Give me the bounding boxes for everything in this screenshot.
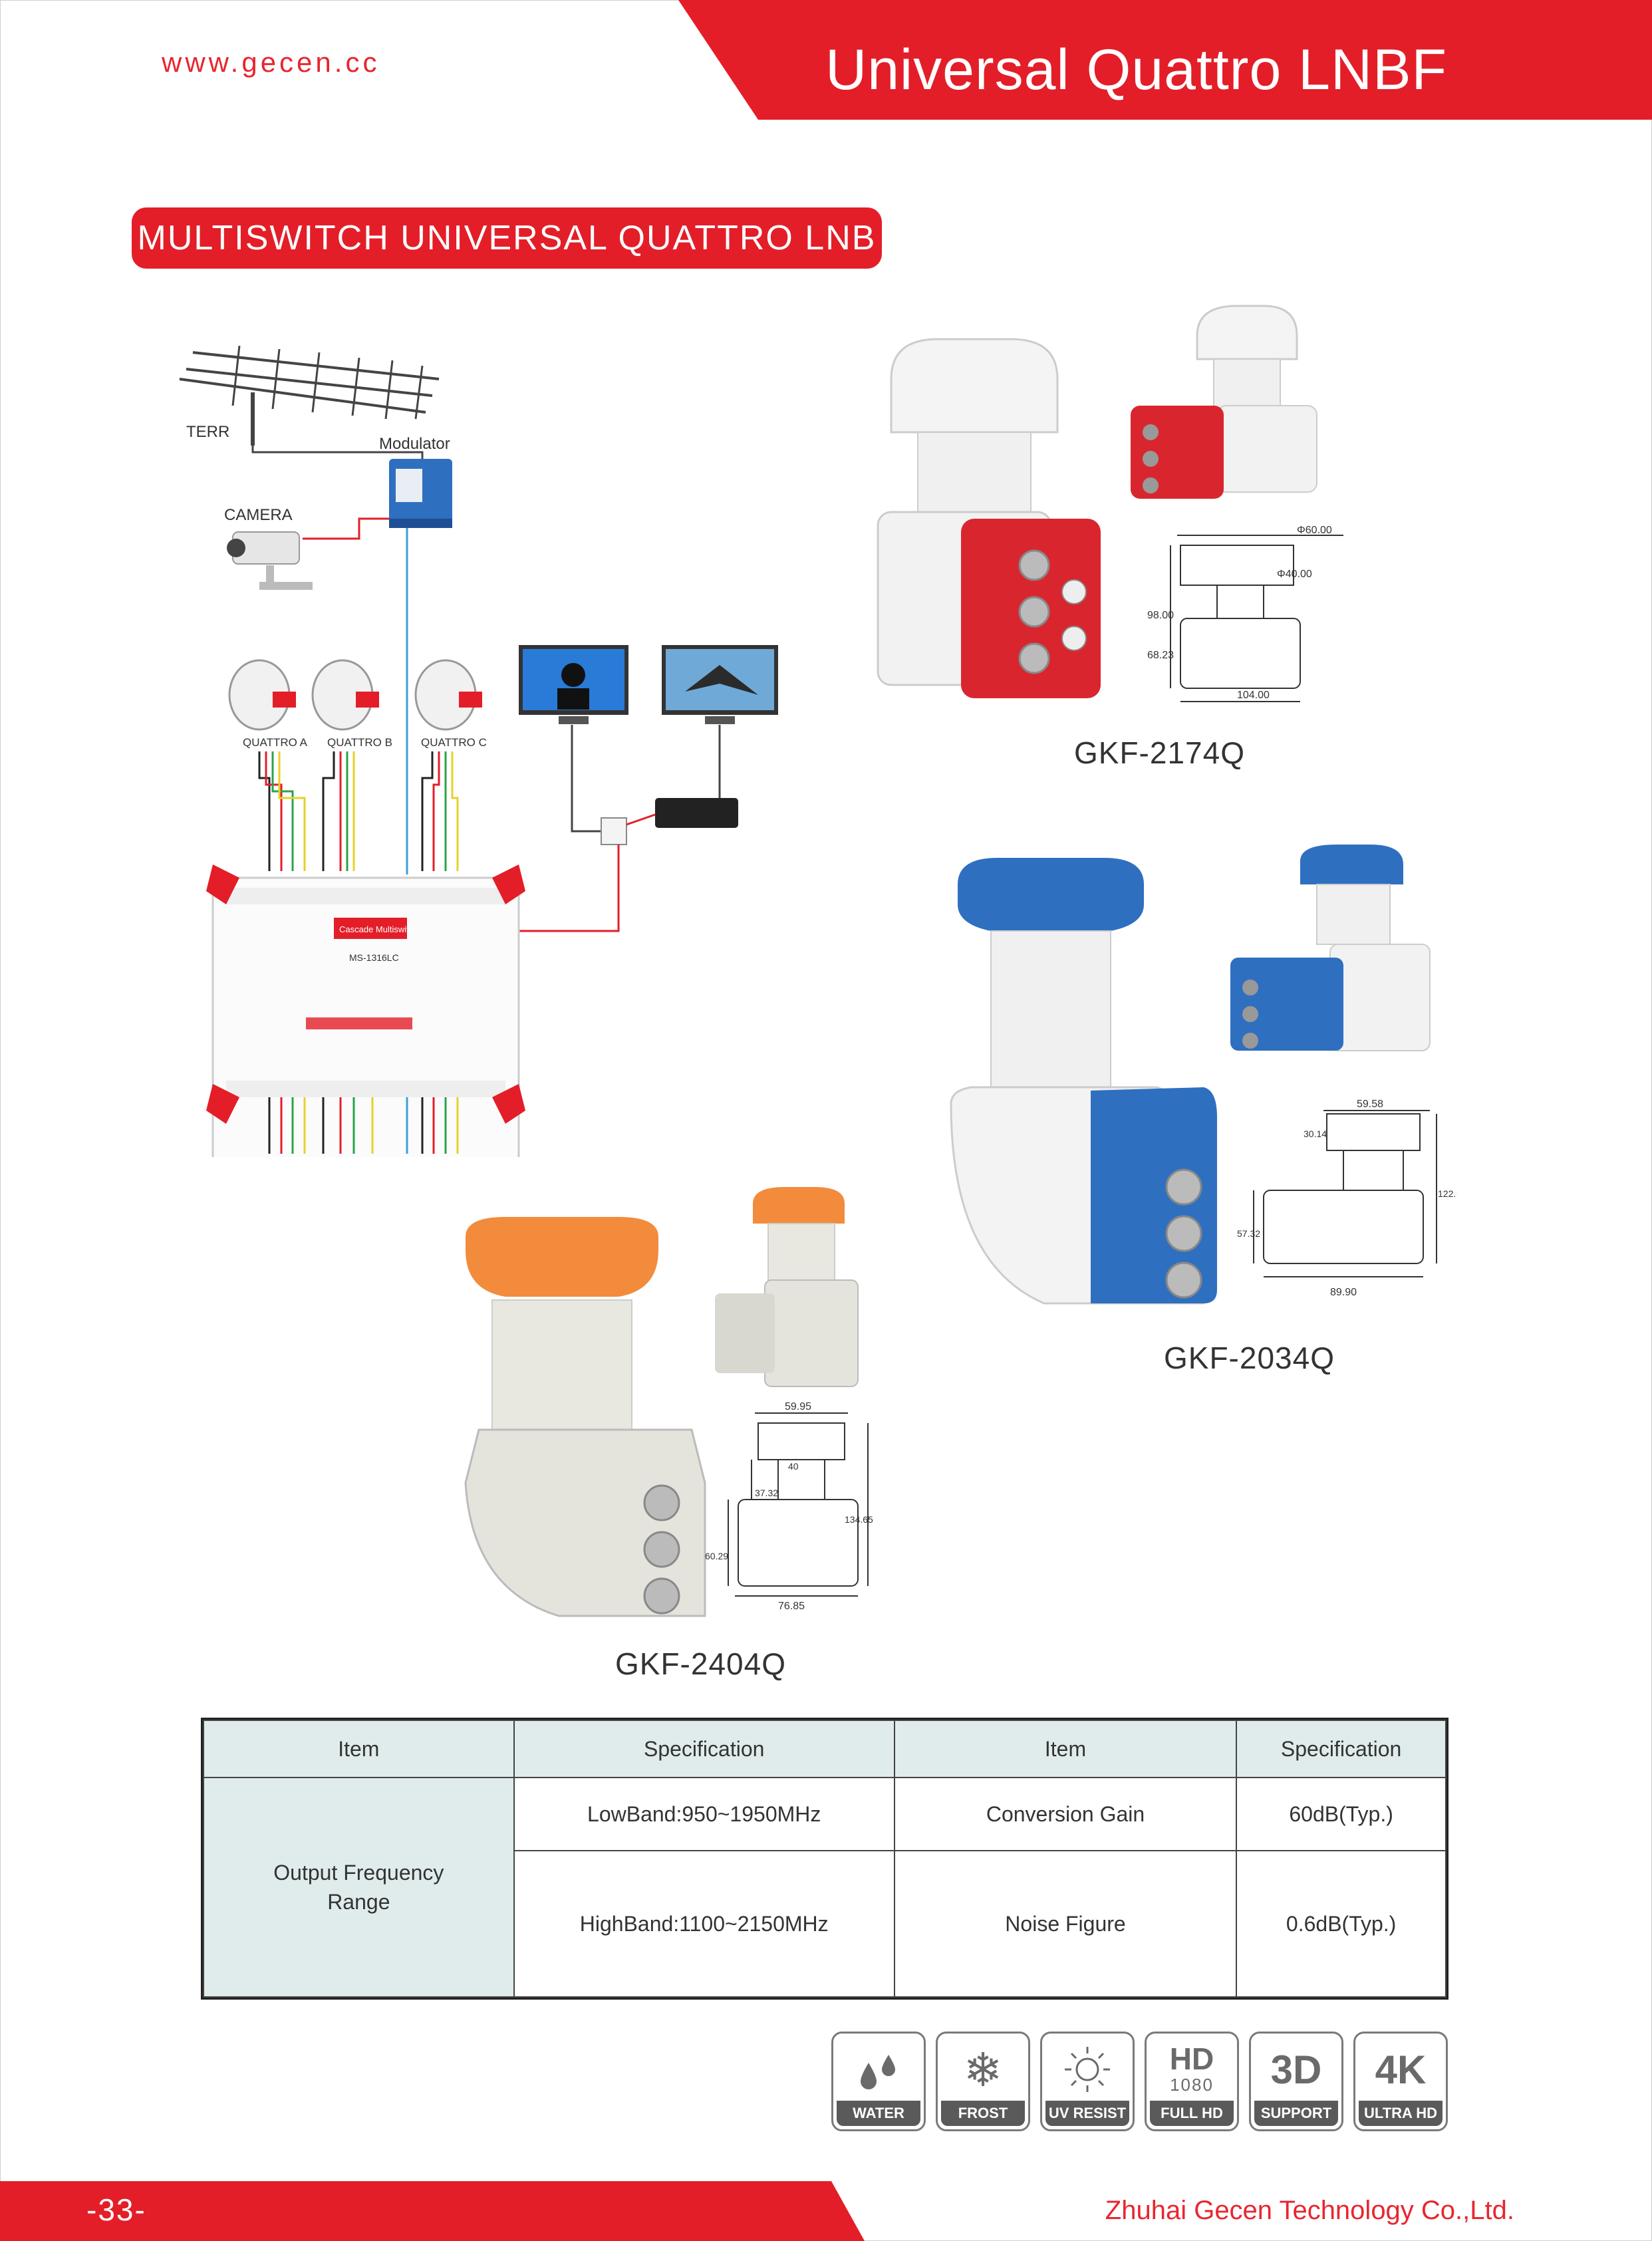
lnb-dimension-drawing: [728, 1412, 869, 1597]
dim-label: 59.95: [785, 1401, 811, 1412]
table-row: HighBand:1100~2150MHz Noise Figure 0.6dB…: [204, 1850, 1446, 1998]
terr-label: TERR: [186, 423, 229, 441]
product-gkf-2404q-images: 59.95 40 76.85 134.65 37.32 60.29: [464, 1187, 873, 1617]
dim-label: 57.32: [1237, 1228, 1260, 1239]
dim-label: 37.32: [755, 1488, 778, 1498]
badge-glyph-text: HD: [1169, 2042, 1214, 2076]
snowflake-icon: ❄: [963, 2044, 1003, 2096]
dim-label: Φ40.00: [1277, 569, 1312, 580]
table-group-cell: Output Frequency Range: [203, 1777, 515, 1998]
lnb-dimension-drawing: [1253, 1110, 1437, 1277]
page-number: -33-: [86, 2192, 146, 2227]
header-banner: [678, 0, 1652, 120]
quattro-b-label: QUATTRO B: [327, 736, 392, 749]
table-header-row: Item Specification Item Specification: [203, 1720, 1446, 1778]
badge-water-resist: WATER RESIST: [831, 2032, 926, 2147]
lnb-side-image: [715, 1187, 859, 1387]
footer-banner: [0, 2181, 865, 2241]
dim-label: 98.00: [1147, 610, 1174, 621]
lnb-main-image: [877, 338, 1101, 698]
dim-label: 30.14: [1304, 1128, 1327, 1139]
set-top-box-icon: [655, 798, 738, 828]
table-row: Output Frequency Range LowBand:950~1950M…: [203, 1777, 1446, 1998]
modulator-label: Modulator: [379, 435, 450, 453]
sun-icon: [1042, 2043, 1133, 2097]
dim-label: 59.58: [1357, 1099, 1383, 1110]
badge-label: FROST RESIST: [941, 2101, 1025, 2147]
multiswitch-icon: [206, 864, 525, 1157]
tv-screen-icon: [519, 645, 628, 724]
badge-full-hd: HD 1080 FULL HD: [1145, 2032, 1239, 2131]
satellite-dish-icon: [414, 659, 482, 731]
dim-label: 134.65: [845, 1514, 873, 1525]
quattro-c-label: QUATTRO C: [421, 736, 487, 749]
table-cell: Conversion Gain: [893, 1777, 1238, 1851]
spec-table: Item Specification Item Specification Ou…: [201, 1718, 1448, 2000]
model-label: GKF-2404Q: [615, 1647, 786, 1681]
splitter-icon: [601, 817, 627, 845]
table-cell: LowBand:950~1950MHz: [513, 1777, 895, 1851]
feature-badges: WATER RESIST ❄ FROST RESIST UV RESIST HD…: [831, 2032, 1453, 2147]
table-cell: 60dB(Typ.): [1236, 1777, 1446, 1851]
water-drops-icon: [833, 2043, 924, 2097]
company-name: Zhuhai Gecen Technology Co.,Ltd.: [1105, 2196, 1514, 2225]
dim-label: 68.23: [1147, 650, 1174, 661]
badge-glyph-sub: 1080: [1170, 2075, 1214, 2095]
badge-4k-ultra-hd: 4K ULTRA HD: [1353, 2032, 1448, 2131]
dim-label: 40: [788, 1461, 799, 1472]
lnb-dimension-drawing: [1170, 535, 1343, 702]
badge-label: UV RESIST: [1045, 2101, 1129, 2126]
quattro-a-label: QUATTRO A: [243, 736, 308, 749]
model-label: GKF-2174Q: [1074, 735, 1245, 770]
lnb-main-image: [950, 858, 1217, 1305]
product-gkf-2174q-images: Φ60.00 Φ40.00 104.00 98.00 68.23: [877, 305, 1343, 702]
dim-label: 89.90: [1330, 1287, 1357, 1298]
table-header-cell: Specification: [513, 1720, 895, 1778]
badge-label: ULTRA HD: [1359, 2101, 1443, 2126]
switch-model: MS-1316LC: [349, 952, 399, 963]
table-header-cell: Item: [893, 1720, 1238, 1778]
dim-label: 60.29: [705, 1551, 728, 1561]
badge-frost-resist: ❄ FROST RESIST: [936, 2032, 1030, 2147]
dim-label: 122.01: [1438, 1188, 1456, 1199]
multiswitch-diagram: TERR Modulator CAMERA: [179, 345, 778, 1157]
satellite-dish-icon: [311, 659, 379, 731]
website-url[interactable]: www.gecen.cc: [162, 47, 380, 78]
4k-icon: 4K: [1375, 2047, 1427, 2092]
section-title: MULTISWITCH UNIVERSAL QUATTRO LNB: [132, 207, 882, 269]
table-header-cell: Specification: [1236, 1720, 1446, 1778]
hd-1080-icon: HD 1080: [1147, 2043, 1237, 2097]
table-header-cell: Item: [203, 1720, 515, 1778]
model-label: GKF-2034Q: [1164, 1341, 1335, 1375]
dim-label: 104.00: [1237, 690, 1270, 701]
badge-label: FULL HD: [1150, 2101, 1234, 2126]
camera-icon: [227, 531, 313, 590]
lnb-main-image: [464, 1217, 706, 1617]
badge-label: WATER RESIST: [837, 2101, 920, 2147]
satellite-dish-icon: [228, 659, 296, 731]
camera-label: CAMERA: [224, 506, 293, 524]
badge-label: SUPPORT: [1254, 2101, 1338, 2126]
table-cell: Noise Figure: [893, 1850, 1238, 1998]
terrestrial-antenna-icon: [179, 345, 440, 446]
dim-label: 76.85: [778, 1601, 805, 1612]
table-cell: HighBand:1100~2150MHz: [513, 1850, 895, 1998]
badge-3d-support: 3D SUPPORT: [1249, 2032, 1343, 2131]
table-cell: 0.6dB(Typ.): [1236, 1850, 1446, 1998]
switch-brand: Cascade Multiswitch: [339, 924, 418, 934]
dim-label: Φ60.00: [1297, 525, 1332, 536]
3d-icon: 3D: [1270, 2047, 1322, 2092]
page-title: Universal Quattro LNBF: [825, 38, 1447, 102]
lnb-side-image: [1230, 845, 1431, 1051]
badge-uv-resist: UV RESIST: [1040, 2032, 1135, 2131]
section-title-text: MULTISWITCH UNIVERSAL QUATTRO LNB: [137, 219, 877, 257]
modulator-icon: [389, 459, 452, 528]
tv-screen-icon: [662, 645, 778, 724]
lnb-side-image: [1131, 305, 1317, 499]
product-gkf-2034q-images: 59.58 89.90 122.01 57.32 30.14: [950, 845, 1456, 1305]
